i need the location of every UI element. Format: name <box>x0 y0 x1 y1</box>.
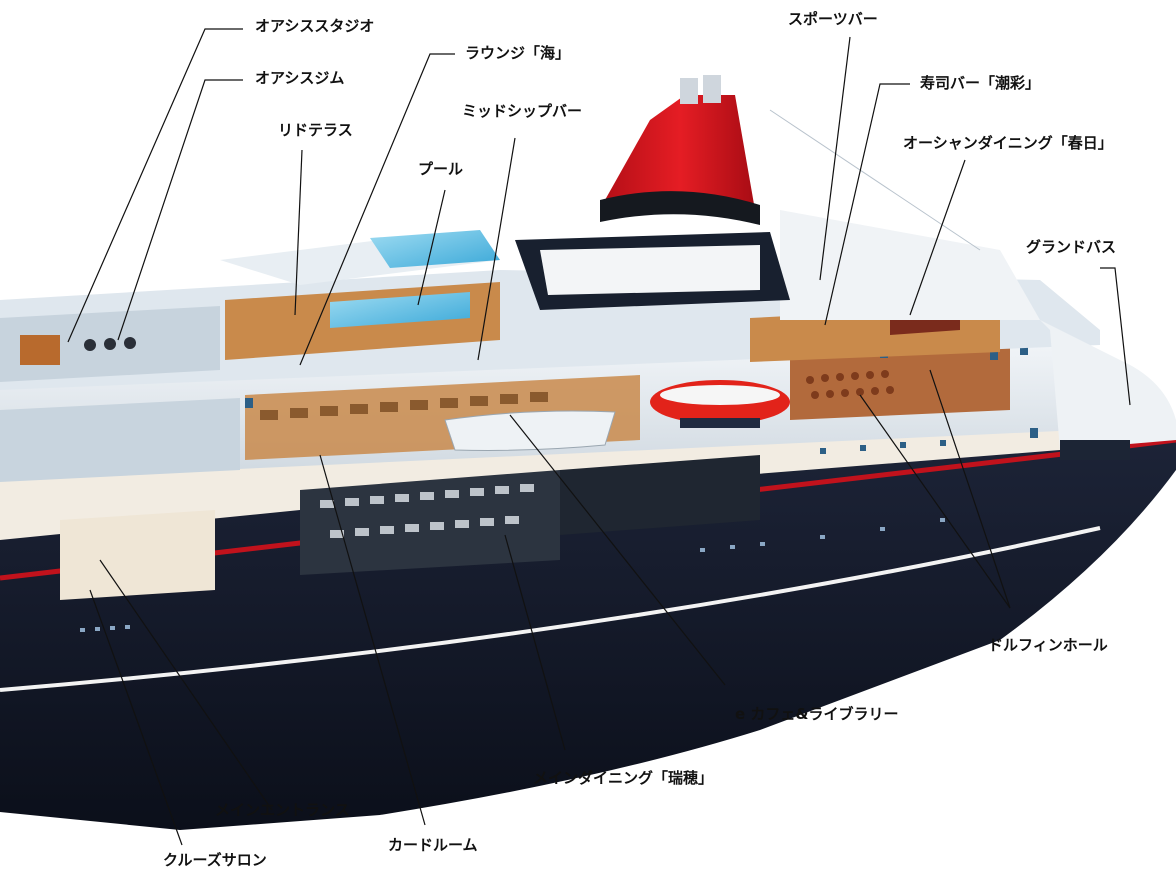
leader-dolphin-a <box>859 394 1011 609</box>
bow <box>1040 320 1176 460</box>
leader-dolphin-b <box>929 369 1011 609</box>
leader-main-dining <box>504 534 566 751</box>
leader-sports-bar <box>819 36 851 281</box>
label-lounge-umi: ラウンジ「海」 <box>465 44 571 62</box>
label-sports-bar: スポーツバー <box>788 10 878 28</box>
hull-portholes <box>80 518 945 632</box>
tender-boat <box>444 410 616 451</box>
label-oasis-studio: オアシススタジオ <box>255 17 375 35</box>
funnel <box>515 75 981 310</box>
leader-oasis-gym <box>117 79 243 341</box>
leader-grand-bath <box>1100 267 1131 406</box>
gym-equipment <box>84 337 136 351</box>
leader-lido-terrace <box>294 149 303 316</box>
label-card-room: カードルーム <box>388 836 478 854</box>
leader-cruise-salon <box>89 589 183 846</box>
leader-lounge-umi <box>299 53 455 366</box>
label-ecafe-library: e カフェ&ライブラリー <box>735 705 899 723</box>
leader-oasis-studio <box>67 28 243 343</box>
upper-deck <box>0 210 1100 390</box>
leader-card-room <box>319 454 426 826</box>
leader-main-entrance <box>99 559 273 811</box>
lounge-furniture <box>260 392 548 420</box>
hull-white-line <box>0 526 1101 692</box>
leader-sushi-bar <box>824 83 910 326</box>
leader-ecafe <box>509 414 726 686</box>
label-oasis-gym: オアシスジム <box>255 69 345 87</box>
label-midship-bar: ミッドシップバー <box>462 102 583 120</box>
dining-tables <box>320 484 534 538</box>
pool-area <box>330 292 470 328</box>
funnel-red <box>605 95 755 210</box>
leader-ocean-dining <box>909 159 966 316</box>
label-grand-bath: グランドバス <box>1026 238 1117 256</box>
label-pool: プール <box>418 160 464 178</box>
leader-midship-bar <box>477 137 516 361</box>
label-main-entrance: メインエントランス <box>215 801 350 819</box>
label-lido-terrace: リドテラス <box>278 121 353 139</box>
label-sushi-bar: 寿司バー「潮彩」 <box>920 74 1041 92</box>
label-dolphin-hall: ドルフィンホール <box>988 636 1108 654</box>
label-main-dining: メインダイニング「瑞穂」 <box>533 769 714 787</box>
label-ocean-dining: オーシャンダイニング「春日」 <box>903 134 1113 152</box>
label-cruise-salon: クルーズサロン <box>163 851 267 869</box>
leader-pool <box>417 189 446 306</box>
leader-lines <box>67 28 1131 846</box>
